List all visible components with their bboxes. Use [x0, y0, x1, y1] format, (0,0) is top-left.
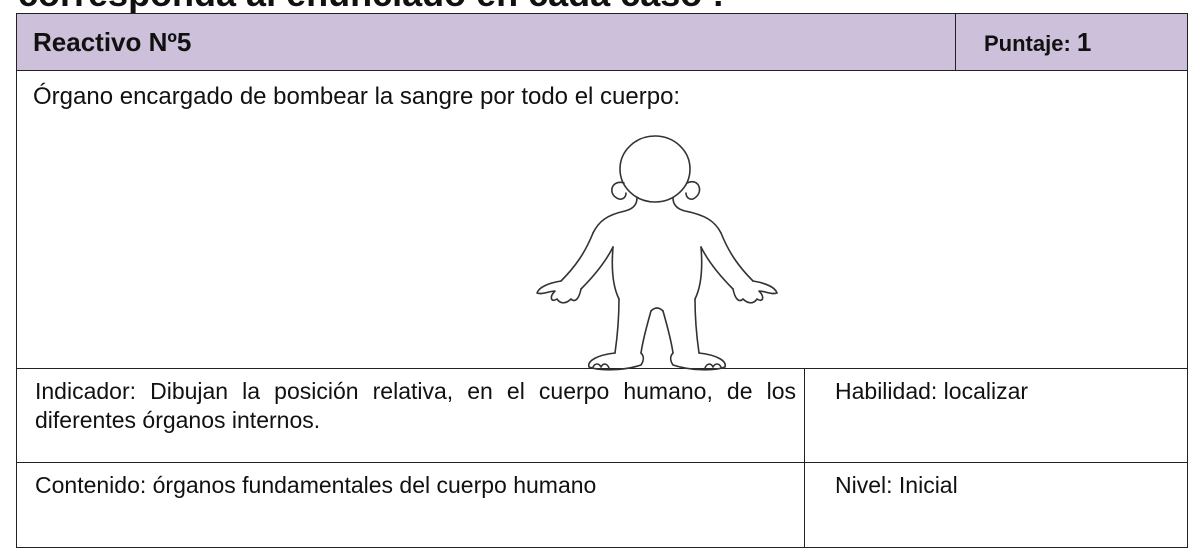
- item-title: Reactivo Nº5: [16, 13, 956, 71]
- human-body-outline-icon: [536, 135, 778, 371]
- item-table: Reactivo Nº5 Puntaje: 1 Órgano encargado…: [16, 13, 1188, 548]
- score-label: Puntaje:: [984, 30, 1071, 56]
- level-cell: Nivel: Inicial: [804, 462, 1188, 548]
- score-value: 1: [1076, 26, 1092, 57]
- item-header-row: Reactivo Nº5 Puntaje: 1: [16, 13, 1188, 71]
- partial-heading: corresponda al enunciado en cada caso :: [18, 0, 724, 12]
- question-cell: Órgano encargado de bombear la sangre po…: [16, 70, 1188, 371]
- score-cell: Puntaje: 1: [955, 13, 1188, 71]
- indicator-cell: Indicador: Dibujan la posición relativa,…: [16, 368, 805, 463]
- question-text: Órgano encargado de bombear la sangre po…: [33, 83, 681, 110]
- skill-cell: Habilidad: localizar: [804, 368, 1188, 463]
- content-cell: Contenido: órganos fundamentales del cue…: [16, 462, 805, 548]
